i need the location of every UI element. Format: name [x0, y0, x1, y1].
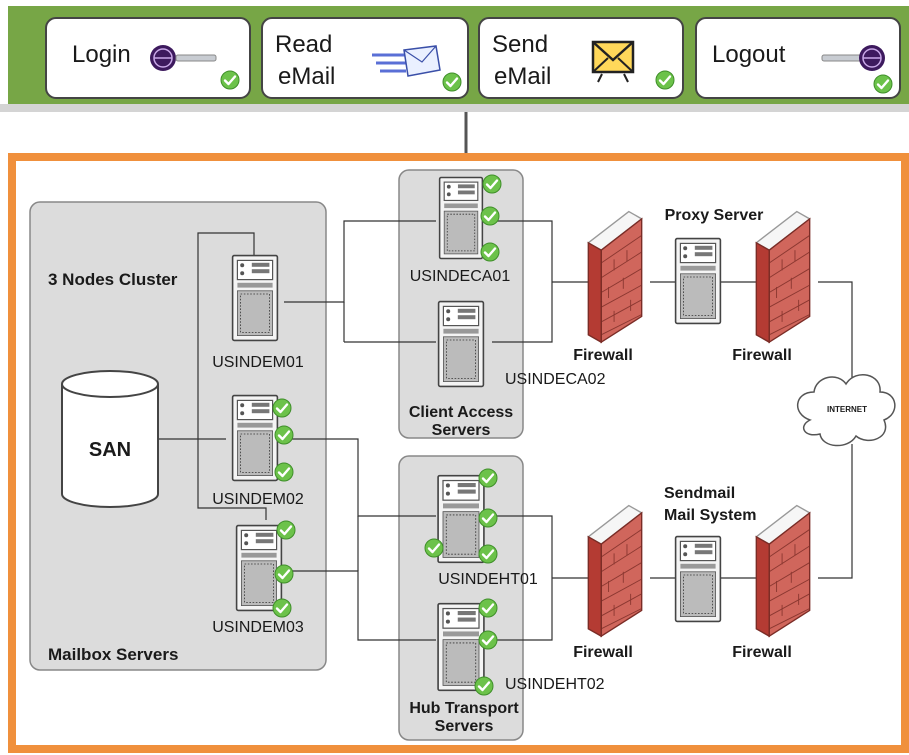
logout-label: Logout: [712, 41, 786, 68]
server-label: USINDECA01: [410, 268, 511, 285]
internet-cloud: INTERNET: [797, 374, 896, 447]
proxy-server: Proxy Server: [665, 207, 764, 325]
server-usindeht01: USINDEHT01: [424, 468, 538, 588]
check-icon: [474, 676, 494, 696]
firewall-hub-outer: Firewall: [732, 504, 811, 661]
firewall-label: Firewall: [732, 644, 792, 661]
check-icon: [274, 564, 294, 584]
check-icon: [873, 74, 893, 94]
server-label: USINDEM02: [212, 491, 304, 508]
server-label: USINDEHT02: [505, 676, 605, 693]
send-email-label-line2: eMail: [494, 63, 551, 90]
server-label: USINDEM03: [212, 619, 304, 636]
firewall-label: Firewall: [573, 644, 633, 661]
server-usindeht02: USINDEHT02: [437, 598, 605, 696]
mailbox-servers-label: Mailbox Servers: [48, 645, 178, 664]
server-usindem01: USINDEM01: [212, 254, 304, 371]
sendmail-server: Sendmail Mail System: [664, 485, 756, 623]
cluster-label: 3 Nodes Cluster: [48, 270, 178, 289]
check-icon: [272, 398, 292, 418]
firewall-cas-inner: Firewall: [573, 210, 643, 364]
check-icon: [655, 70, 675, 90]
hub-transport-label-line1: Hub Transport: [409, 700, 519, 717]
send-email-label-line1: Send: [492, 31, 548, 58]
key-icon: [150, 45, 217, 71]
firewall-label: Firewall: [573, 347, 633, 364]
check-icon: [478, 508, 498, 528]
send-email-button[interactable]: Send eMail: [478, 17, 684, 99]
sendmail-label-line1: Sendmail: [664, 485, 735, 502]
check-icon: [274, 425, 294, 445]
check-icon: [480, 242, 500, 262]
check-icon: [442, 72, 462, 92]
read-email-button[interactable]: Read eMail: [261, 17, 469, 99]
client-access-label-line2: Servers: [432, 422, 491, 439]
proxy-server-label: Proxy Server: [665, 207, 764, 224]
server-label: USINDEM01: [212, 354, 304, 371]
server-usindeca02: USINDECA02: [437, 300, 606, 388]
flying-envelope-icon: [372, 45, 441, 77]
firewall-label: Firewall: [732, 347, 792, 364]
read-email-label-line2: eMail: [278, 63, 335, 90]
hub-transport-group: [398, 455, 524, 741]
check-icon: [220, 70, 240, 90]
action-toolbar: Login Read eMail: [0, 6, 909, 112]
hub-transport-label-line2: Servers: [435, 718, 494, 735]
server-usindeca01: USINDECA01: [410, 174, 511, 285]
client-access-label-line1: Client Access: [409, 404, 513, 421]
check-icon: [482, 174, 502, 194]
logout-button[interactable]: Logout: [695, 17, 901, 99]
san-storage: SAN: [61, 370, 159, 508]
sendmail-label-line2: Mail System: [664, 507, 756, 524]
network-links: [158, 220, 853, 641]
internet-label: INTERNET: [827, 405, 867, 414]
login-button[interactable]: Login: [45, 17, 251, 99]
read-email-label-line1: Read: [275, 31, 332, 58]
check-icon: [478, 598, 498, 618]
check-icon: [276, 520, 296, 540]
envelope-icon: [591, 40, 635, 83]
login-label: Login: [72, 41, 131, 68]
firewall-hub-inner: Firewall: [573, 504, 643, 661]
check-icon: [424, 538, 444, 558]
server-label: USINDEHT01: [438, 571, 538, 588]
san-label: SAN: [89, 439, 131, 461]
check-icon: [274, 462, 294, 482]
server-usindem02: USINDEM02: [212, 394, 304, 508]
server-usindem03: USINDEM03: [212, 520, 304, 636]
check-icon: [478, 544, 498, 564]
server-label: USINDECA02: [505, 371, 606, 388]
check-icon: [480, 206, 500, 226]
firewall-cas-outer: Firewall: [732, 210, 811, 364]
check-icon: [478, 630, 498, 650]
check-icon: [272, 598, 292, 618]
check-icon: [478, 468, 498, 488]
key-icon: [821, 45, 885, 71]
